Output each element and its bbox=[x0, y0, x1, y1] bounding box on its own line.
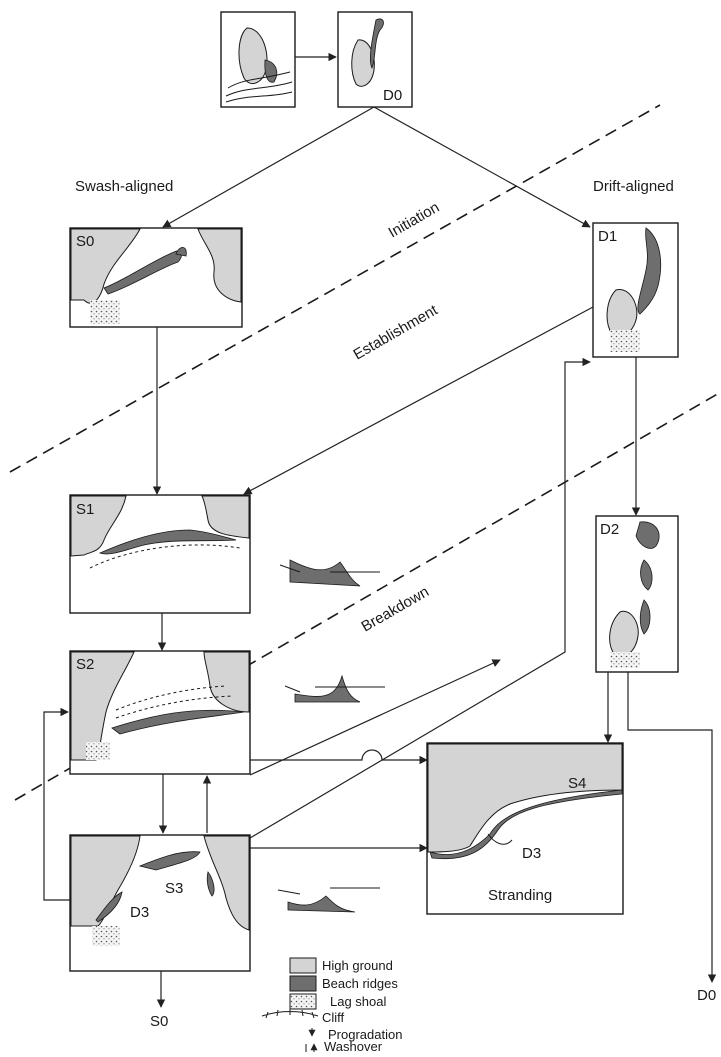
legend-washover: Washover bbox=[324, 1039, 383, 1052]
s3-label: S3 bbox=[165, 880, 183, 897]
legend-lag-shoal-swatch bbox=[289, 993, 317, 1010]
d1-panel: D1 bbox=[592, 222, 679, 358]
s3-d3-label: D3 bbox=[130, 904, 149, 921]
legend-high-ground-swatch bbox=[289, 957, 317, 974]
d0-right-label: D0 bbox=[697, 987, 716, 1004]
legend-progradation: Progradation bbox=[328, 1027, 402, 1042]
d2-label: D2 bbox=[600, 521, 619, 538]
drift-aligned-label: Drift-aligned bbox=[593, 178, 674, 195]
s1-panel: S1 bbox=[69, 494, 251, 614]
phase-breakdown-label: Breakdown bbox=[359, 583, 432, 635]
s0-bottom-label: S0 bbox=[150, 1013, 168, 1030]
s4-d3-label: D3 bbox=[522, 845, 541, 862]
phase-establishment-label: Establishment bbox=[351, 301, 442, 363]
legend-cliff: Cliff bbox=[322, 1010, 345, 1025]
legend: High ground Beach ridges Lag shoal Cliff… bbox=[261, 957, 402, 1054]
s4-panel: S4 D3 Stranding bbox=[426, 742, 624, 915]
s1-label: S1 bbox=[76, 501, 94, 518]
s2-label: S2 bbox=[76, 656, 94, 673]
legend-beach-ridges-swatch bbox=[289, 975, 317, 992]
d0-top-label: D0 bbox=[383, 87, 402, 104]
legend-high-ground: High ground bbox=[322, 958, 393, 973]
d0-panel: D0 bbox=[337, 11, 413, 108]
s3-panel: S3 D3 bbox=[69, 834, 251, 972]
stranding-label: Stranding bbox=[488, 887, 552, 904]
s0-label: S0 bbox=[76, 233, 94, 250]
phase-initiation-label: Initiation bbox=[386, 199, 443, 242]
legend-lag-shoal: Lag shoal bbox=[330, 994, 386, 1009]
s0-panel: S0 bbox=[69, 227, 243, 328]
legend-beach-ridges: Beach ridges bbox=[322, 976, 398, 991]
d2-panel: D2 bbox=[595, 515, 679, 673]
legend-washover-symbol bbox=[305, 1044, 314, 1052]
initiation-establishment-divider bbox=[9, 104, 661, 473]
legend-cliff-symbol bbox=[261, 1009, 319, 1019]
swash-aligned-label: Swash-aligned bbox=[75, 178, 173, 195]
s4-label: S4 bbox=[568, 775, 586, 792]
initial-panel bbox=[220, 11, 296, 108]
s2-panel: S2 bbox=[69, 650, 251, 775]
d1-label: D1 bbox=[598, 228, 617, 245]
